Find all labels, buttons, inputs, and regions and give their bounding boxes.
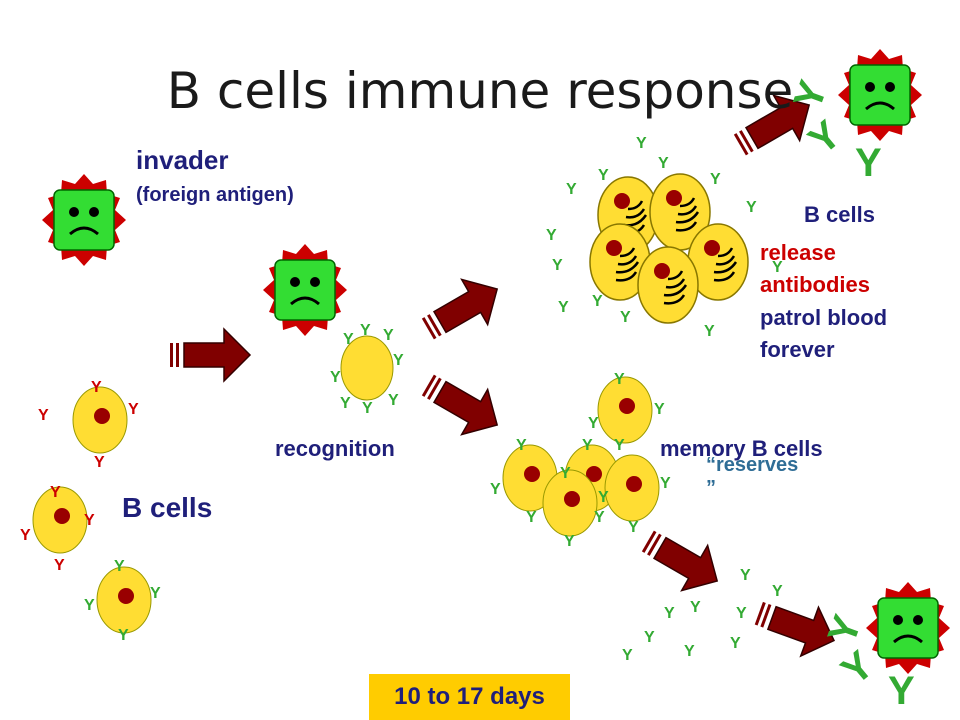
svg-text:Y: Y — [888, 669, 915, 713]
svg-text:Y: Y — [552, 257, 563, 274]
svg-text:Y: Y — [38, 407, 49, 424]
svg-text:Y: Y — [50, 484, 61, 501]
svg-text:Y: Y — [684, 643, 695, 660]
svg-text:Y: Y — [564, 533, 575, 550]
svg-text:Y: Y — [582, 437, 593, 454]
svg-text:Y: Y — [526, 509, 537, 526]
svg-text:Y: Y — [393, 352, 404, 369]
svg-text:Y: Y — [654, 401, 665, 418]
svg-text:Y: Y — [660, 475, 671, 492]
svg-text:Y: Y — [343, 331, 354, 348]
svg-text:Y: Y — [710, 171, 721, 188]
svg-text:Y: Y — [690, 599, 701, 616]
svg-text:Y: Y — [84, 597, 95, 614]
svg-text:Y: Y — [330, 369, 341, 386]
svg-text:Y: Y — [516, 437, 527, 454]
b-cell-icon: Y Y Y Y — [84, 558, 161, 644]
svg-text:Y: Y — [614, 371, 625, 388]
svg-text:Y: Y — [740, 567, 751, 584]
arrow-icon — [414, 361, 511, 449]
svg-text:Y: Y — [598, 167, 609, 184]
arrow-icon — [634, 517, 731, 605]
svg-text:Y: Y — [84, 512, 95, 529]
page-title: B cells immune response — [166, 62, 794, 120]
svg-text:Y: Y — [128, 401, 139, 418]
b-cell-icon: Y Y Y Y — [38, 379, 139, 471]
svg-text:Y: Y — [620, 309, 631, 326]
memory-b-cells-label: memory B cells — [660, 436, 823, 461]
svg-text:Y: Y — [118, 627, 129, 644]
svg-text:Y: Y — [614, 437, 625, 454]
reserves-close-quote: ” — [706, 477, 716, 499]
frowning-antigen-icon — [261, 242, 349, 338]
svg-text:Y: Y — [560, 465, 571, 482]
svg-text:Y: Y — [362, 400, 373, 417]
svg-text:Y: Y — [566, 181, 577, 198]
svg-text:Y: Y — [20, 527, 31, 544]
invader-label: invader — [136, 145, 229, 175]
svg-text:Y: Y — [644, 629, 655, 646]
svg-text:Y: Y — [772, 583, 783, 600]
arrow-icon — [169, 328, 251, 382]
release-label: release — [760, 240, 836, 265]
svg-text:Y: Y — [628, 519, 639, 536]
b-cells-label: B cells — [122, 492, 213, 523]
svg-text:Y: Y — [360, 322, 371, 339]
svg-text:Y: Y — [664, 605, 675, 622]
recognition-label: recognition — [275, 436, 395, 461]
svg-text:Y: Y — [558, 299, 569, 316]
svg-text:Y: Y — [546, 227, 557, 244]
svg-text:Y: Y — [730, 635, 741, 652]
antibodies-label: antibodies — [760, 272, 871, 297]
forever-label: forever — [760, 337, 835, 362]
invader-sublabel: (foreign antigen) — [136, 184, 294, 206]
svg-text:Y: Y — [388, 392, 399, 409]
svg-text:Y: Y — [855, 141, 882, 185]
reserves-label: “reserves — [706, 454, 799, 476]
duration-badge: 10 to 17 days — [369, 674, 570, 720]
frowning-antigen-icon — [864, 580, 952, 676]
patrol-label: patrol blood — [760, 305, 888, 330]
antibody-icon: YYY YYY YYY — [622, 567, 783, 664]
svg-text:Y: Y — [150, 585, 161, 602]
svg-text:Y: Y — [340, 395, 351, 412]
arrow-icon — [414, 265, 511, 353]
svg-text:Y: Y — [594, 509, 605, 526]
svg-text:Y: Y — [94, 454, 105, 471]
svg-text:Y: Y — [598, 489, 609, 506]
svg-text:Y: Y — [54, 557, 65, 574]
svg-text:Y: Y — [736, 605, 747, 622]
svg-text:Y: Y — [592, 293, 603, 310]
antibody-icon: YYY YYY YYY YYY Y — [546, 135, 783, 340]
svg-text:Y: Y — [383, 327, 394, 344]
frowning-antigen-icon — [40, 172, 128, 268]
b-cell-icon: Y Y Y Y — [20, 484, 95, 574]
svg-text:Y: Y — [746, 199, 757, 216]
svg-text:Y: Y — [622, 647, 633, 664]
svg-text:Y: Y — [91, 379, 102, 396]
plasma-cell-icon — [588, 172, 750, 325]
svg-text:Y: Y — [658, 155, 669, 172]
svg-text:Y: Y — [588, 415, 599, 432]
svg-text:Y: Y — [490, 481, 501, 498]
svg-text:Y: Y — [704, 323, 715, 340]
plasma-b-cells-label: B cells — [804, 202, 875, 227]
svg-text:Y: Y — [772, 259, 783, 276]
svg-text:Y: Y — [114, 558, 125, 575]
svg-text:Y: Y — [636, 135, 647, 152]
